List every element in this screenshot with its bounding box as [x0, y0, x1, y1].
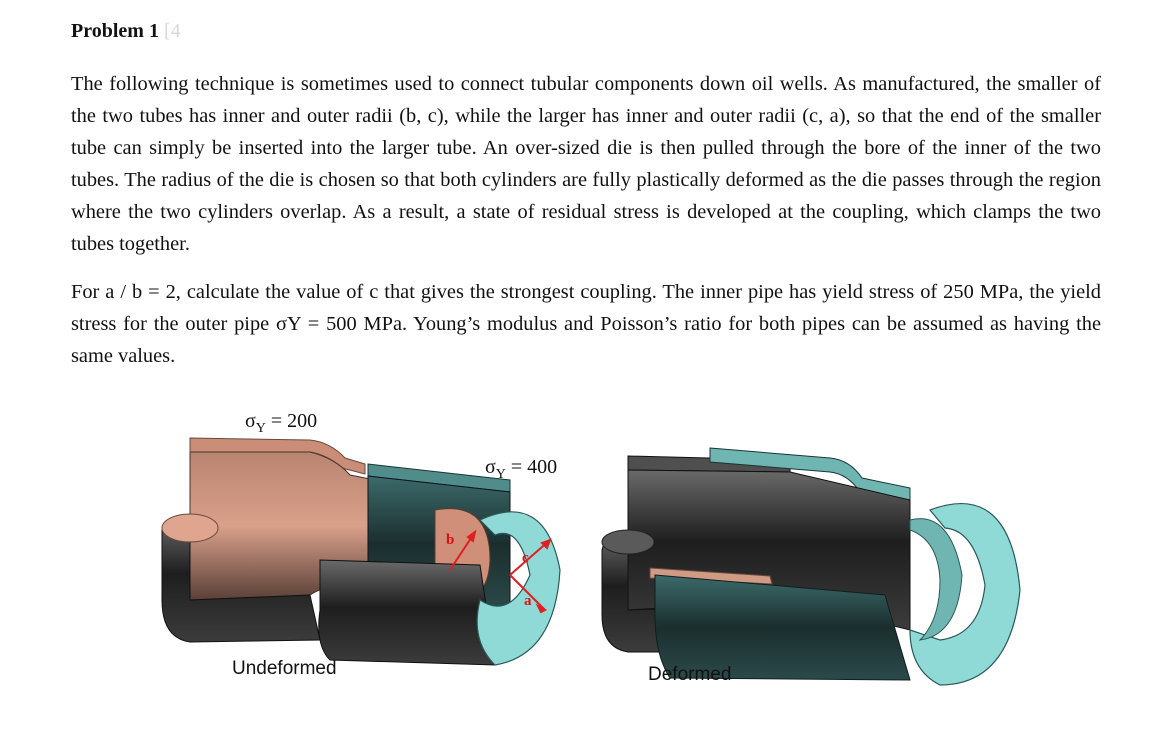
- yield-stress-inner-label: σY = 200: [245, 410, 318, 436]
- deformed-inner-end-face: [601, 529, 655, 555]
- problem-paragraph-1: The following technique is sometimes use…: [71, 73, 1101, 255]
- coupling-illustration: [161, 437, 1021, 686]
- radius-b-label: b: [446, 532, 455, 548]
- yield-stress-outer-label: σY = 400: [485, 456, 558, 482]
- coupling-figure: σY = 200 σY = 400 b c a Undeformed Defor…: [150, 400, 1030, 700]
- deformed-inner-end-ring: [909, 518, 963, 641]
- problem-label: Problem 1: [71, 20, 159, 42]
- radius-c-label: c: [522, 550, 529, 566]
- deformed-caption: Deformed: [648, 664, 732, 685]
- radius-arrows: [449, 529, 552, 614]
- deformed-copper-strip: [649, 567, 773, 585]
- undeformed-caption: Undeformed: [232, 658, 337, 679]
- deformed-outer-lower-shell: [654, 574, 911, 681]
- deformed-assembly: [601, 447, 1021, 686]
- deformed-outer-end-ring: [909, 502, 1021, 686]
- problem-paragraph-2: For a / b = 2, calculate the value of c …: [71, 281, 1101, 367]
- problem-heading: Problem 1 [4: [71, 20, 181, 43]
- undeformed-assembly: [161, 437, 561, 666]
- inner-pipe-end-face: [161, 513, 219, 543]
- outer-pipe-lower-shell: [318, 559, 496, 666]
- problem-marks-faded: [4: [163, 20, 181, 42]
- radius-a-label: a: [524, 593, 532, 609]
